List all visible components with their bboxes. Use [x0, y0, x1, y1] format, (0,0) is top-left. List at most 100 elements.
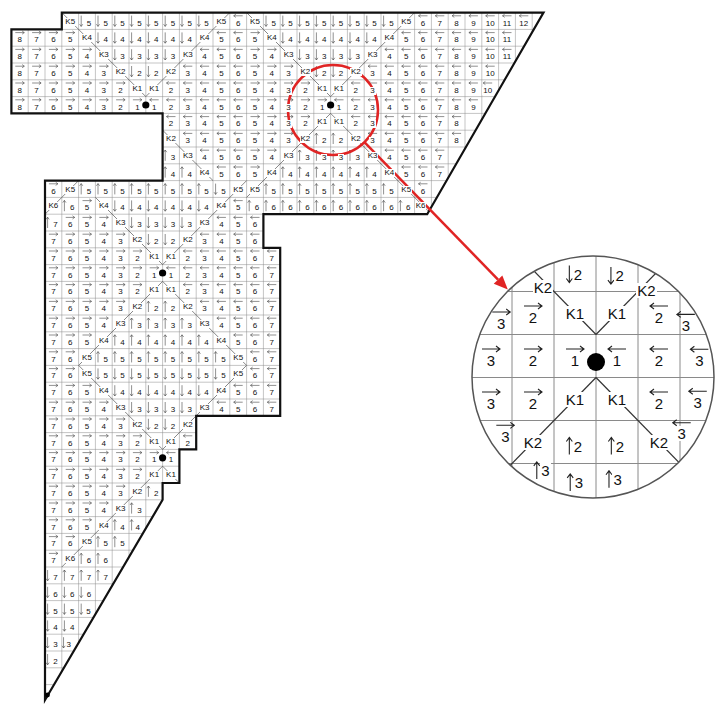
direction-arrow — [130, 335, 133, 346]
cell-value: 7 — [437, 104, 443, 112]
cell-value: 5 — [252, 171, 258, 179]
cell-value: 9 — [470, 20, 476, 28]
direction-arrow — [234, 401, 243, 404]
grid-line — [428, 255, 429, 499]
diagonal-line — [596, 120, 719, 335]
cell-value: 6 — [67, 272, 73, 280]
cell-value: 2 — [302, 104, 308, 112]
cell-value: 4 — [101, 507, 107, 515]
cell-value: 1 — [151, 272, 157, 280]
diagonal-line — [112, 214, 129, 231]
cell-value: 3 — [304, 154, 310, 162]
direction-arrow — [267, 317, 276, 320]
cell-value: 2 — [168, 87, 174, 95]
cell-value: 5 — [220, 372, 226, 380]
cell-value: 5 — [252, 104, 258, 112]
cell-value: 5 — [235, 406, 241, 414]
direction-arrow — [301, 81, 310, 84]
cell-value: 12 — [518, 20, 529, 28]
diagonal-line — [263, 164, 280, 181]
diagonal-line — [213, 197, 230, 214]
cell-value: 4 — [269, 137, 275, 145]
diagonal-line — [95, 46, 112, 63]
direction-arrow — [99, 451, 108, 454]
direction-arrow — [267, 65, 276, 68]
direction-arrow — [251, 149, 260, 152]
cell-value: K5 — [81, 538, 93, 546]
direction-arrow — [63, 587, 66, 598]
cell-value: 10 — [485, 53, 496, 61]
cell-value: 4 — [84, 104, 90, 112]
cell-value: 6 — [254, 204, 260, 212]
direction-arrow — [147, 486, 150, 497]
direction-arrow — [503, 48, 512, 51]
direction-arrow — [298, 32, 301, 43]
direction-arrow — [49, 417, 58, 420]
direction-arrow — [116, 81, 125, 84]
grid-line — [364, 0, 365, 715]
direction-arrow — [83, 401, 92, 404]
direction-arrow — [503, 14, 512, 17]
cell-value: 5 — [86, 20, 92, 28]
cell-value: K5 — [81, 354, 93, 362]
cell-value: 2 — [185, 255, 191, 263]
direction-arrow — [197, 200, 200, 211]
direction-arrow — [164, 200, 167, 211]
direction-arrow — [298, 49, 301, 60]
direction-arrow — [267, 132, 276, 135]
direction-arrow — [80, 587, 83, 598]
zoom-cell-value: 3 — [677, 426, 687, 441]
diagonal-line — [364, 46, 381, 63]
cell-value: K5 — [249, 186, 261, 194]
direction-arrow — [66, 317, 75, 320]
direction-arrow — [150, 451, 159, 454]
cell-value: 4 — [69, 624, 75, 632]
cell-value: 5 — [84, 204, 90, 212]
cell-value: 2 — [321, 137, 327, 145]
direction-arrow — [113, 49, 116, 60]
cell-value: 5 — [271, 20, 277, 28]
cell-value: 3 — [117, 440, 123, 448]
direction-arrow — [180, 352, 183, 363]
cell-value: K1 — [148, 85, 160, 93]
cell-value: 3 — [285, 137, 291, 145]
direction-arrow — [351, 81, 360, 84]
grid-line — [78, 0, 79, 715]
direction-arrow — [197, 16, 200, 27]
cell-value: 4 — [153, 204, 159, 212]
cell-value: 3 — [101, 87, 107, 95]
direction-arrow — [234, 199, 243, 202]
diagonal-lines — [45, 13, 431, 567]
cell-value: 3 — [136, 507, 142, 515]
direction-arrow — [130, 520, 133, 531]
cell-value: 5 — [103, 20, 109, 28]
direction-arrow — [402, 115, 411, 118]
direction-arrow — [130, 402, 133, 413]
direction-arrow — [116, 249, 125, 252]
cell-value: 4 — [187, 204, 193, 212]
cell-value: 6 — [67, 372, 73, 380]
cell-value: 4 — [269, 87, 275, 95]
direction-arrow — [66, 384, 75, 387]
zoom-circle: K222K232K1K12332112332K1K1233K222K23333 — [471, 255, 715, 499]
zoom-cell-value: K1 — [565, 306, 585, 321]
direction-arrow — [197, 184, 200, 195]
cell-value: K4 — [98, 202, 110, 210]
direction-arrow — [83, 451, 92, 454]
cell-value: 5 — [252, 154, 258, 162]
cell-value: 5 — [235, 255, 241, 263]
direction-arrow — [80, 16, 83, 27]
cell-value: K3 — [367, 51, 379, 59]
direction-arrow — [49, 266, 58, 269]
cell-value: 7 — [52, 574, 58, 582]
cell-value: 3 — [153, 406, 159, 414]
direction-arrow — [113, 520, 116, 531]
direction-arrow — [264, 16, 267, 27]
direction-arrow — [332, 167, 335, 178]
cell-value: 2 — [153, 305, 159, 313]
direction-arrow — [469, 98, 478, 101]
cell-value: 6 — [252, 356, 258, 364]
direction-arrow — [419, 31, 428, 34]
cell-value: K1 — [165, 438, 177, 446]
cell-value: 5 — [220, 188, 226, 196]
